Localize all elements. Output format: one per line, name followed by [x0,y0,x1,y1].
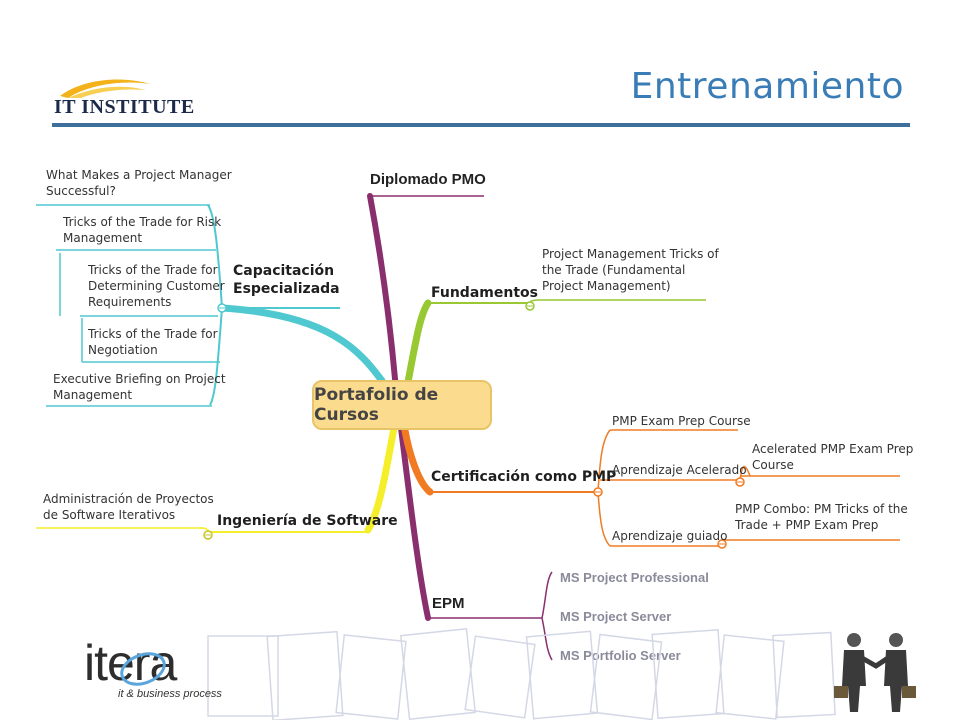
epm-item: MS Portfolio Server [560,648,681,663]
logo-swoosh-icon [60,79,150,98]
branch-epm: EPM [432,595,465,612]
topic-line: Requirements [88,295,172,309]
branch-capacitacion: Capacitación Especializada [233,262,340,298]
topic-line: Course [752,458,794,472]
topic-item: Tricks of the Trade for Risk Management [63,214,221,246]
topic-line: de Software Iterativos [43,508,176,522]
topic-item: Project Management Tricks of the Trade (… [542,246,719,294]
branch-ingenieria: Ingeniería de Software [217,513,398,529]
topic-item: Tricks of the Trade for Determining Cust… [88,262,225,310]
footer-decoration [207,628,836,720]
mindmap-center-node: Portafolio de Cursos [312,380,492,430]
topic-item: PMP Exam Prep Course [612,414,751,428]
topic-line: What Makes a Project Manager [46,168,232,182]
topic-line: Trade + PMP Exam Prep [735,518,879,532]
topic-item: PMP Combo: PM Tricks of the Trade + PMP … [735,501,908,533]
branch-label-line: Especializada [233,281,340,297]
logo-text: IT INSTITUTE [54,96,195,118]
itera-tagline: it & business process [118,688,222,700]
topic-line: Management [63,231,143,245]
topic-line: Tricks of the Trade for [88,327,218,341]
topic-item: Tricks of the Trade for Negotiation [88,326,218,358]
topic-item: What Makes a Project Manager Successful? [46,167,232,199]
topic-item: Aprendizaje Acelerado [612,463,747,477]
epm-item: MS Project Server [560,609,672,624]
topic-line: Administración de Proyectos [43,492,214,506]
header-divider [52,123,910,127]
branch-diplomado-pmo: Diplomado PMO [370,171,486,188]
topic-line: Negotiation [88,343,158,357]
topic-line: Tricks of the Trade for [88,263,218,277]
epm-item: MS Project Professional [560,570,709,585]
branch-label-line: Capacitación [233,263,335,279]
branch-certificacion: Certificación como PMP [431,469,617,485]
topic-item: Aprendizaje guiado [612,529,728,543]
branch-fundamentos: Fundamentos [431,285,538,301]
handshake-icon [834,633,916,712]
topic-line: Determining Customer [88,279,225,293]
page-title: Entrenamiento [630,66,904,107]
topic-line: Project Management) [542,279,671,293]
topic-line: Management [53,388,133,402]
topic-line: Executive Briefing on Project [53,372,226,386]
topic-line: PMP Combo: PM Tricks of the [735,502,908,516]
logo-swirl-icon [120,652,166,686]
topic-item: Acelerated PMP Exam Prep Course [752,441,913,473]
itera-logo-text: itera [84,635,177,691]
topic-item: Administración de Proyectos de Software … [43,491,214,523]
topic-line: Project Management Tricks of [542,247,719,261]
topic-item: Executive Briefing on Project Management [53,371,226,403]
topic-line: Acelerated PMP Exam Prep [752,442,914,456]
topic-line: Tricks of the Trade for Risk [63,215,222,229]
topic-line: Successful? [46,184,116,198]
topic-line: the Trade (Fundamental [542,263,686,277]
